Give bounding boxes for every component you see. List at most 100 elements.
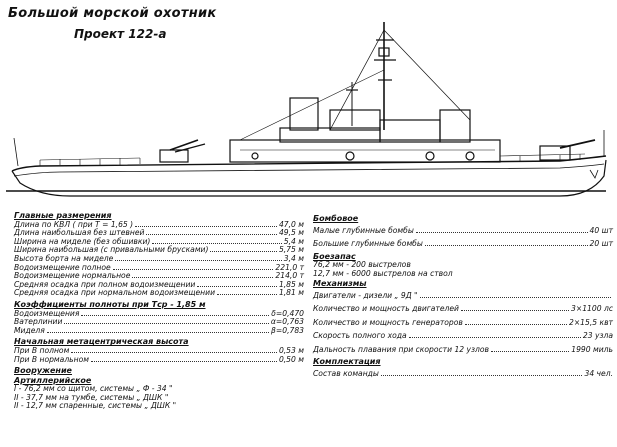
armament-heading: Вооружение [14,366,72,376]
hull-outline [11,159,607,197]
spec-value: 1,85 м [278,279,304,289]
spec-value: 214,0 т [275,271,304,281]
bombs-list: Малые глубинные бомбы 40 шт Большие глубин… [313,224,613,251]
spec-row: Средняя осадка при полном водоизмещении 1… [14,279,304,290]
leader-dots [415,231,588,233]
left-specs-column: Главные размерения Длина по КВЛ ( при T … [14,211,304,411]
spec-value: 47,0 м [278,219,304,229]
forward-gun [539,139,596,161]
spec-value: 23 узла [582,331,613,341]
spec-label: Дальность плавания при скорости 12 узлов [313,344,490,354]
spec-label: Скорость полного хода [313,331,407,341]
spec-line: I - 76,2 мм со щитом, системы „ Ф - 34 " [14,384,173,394]
spec-value: 1,81 м [278,288,304,298]
spec-label: Длина по КВЛ ( при T = 1,65 ) [14,219,134,229]
spec-value: 2×15,5 квт [568,317,613,327]
leader-dots [115,259,282,261]
aft-gun [159,139,206,163]
spec-label: Средняя осадка при полном водоизмещении [14,279,196,289]
spec-value: 34 чел. [584,369,613,379]
leader-dots [408,337,581,339]
spec-line: II - 37,7 мм на тумбе, системы „ ДШК " [14,392,169,402]
spec-label: Состав команды [313,369,379,379]
spec-row: Ширина на миделе (без обшивки)5,4 м [14,236,304,247]
leader-dots [424,245,588,247]
spec-value: 20 шт [589,239,613,249]
spec-row: Средняя осадка при нормальном водоизмеще… [14,289,304,298]
armament-list: I - 76,2 мм со щитом, системы „ Ф - 34 "… [14,385,304,411]
leader-dots [132,277,274,279]
spec-row: Водоизмещение нормальное 214,0 т [14,272,304,281]
document-subtitle: Проект 122-а [74,27,167,41]
spec-row: Водоизмещения δ=0,470 [14,308,304,319]
spec-row: Длина по КВЛ ( при T = 1,65 ) 47,0 м [14,219,304,230]
superstructure [229,97,501,163]
metacentric-heading: Начальная метацентрическая высота [14,337,189,347]
spec-value: β=0,783 [271,325,304,335]
spec-row: Малые глубинные бомбы 40 шт [313,224,613,238]
spec-row: Двигатели - дизели „ 9Д " [313,289,613,303]
spec-label: Водоизмещение нормальное [14,271,131,281]
spec-value: 0,50 м [278,354,304,364]
spec-label: Средняя осадка при нормальном водоизмеще… [14,288,216,298]
leader-dots [380,375,583,377]
leader-dots [112,268,274,270]
spec-value: 3,4 м [283,253,304,263]
leader-dots [210,251,277,253]
right-specs-column: Бомбовое Малые глубинные бомбы 40 шт Больш… [313,213,613,381]
leader-dots [135,225,277,227]
leader-dots [419,296,611,298]
leader-dots [91,360,277,362]
ammo-heading: Боезапас [313,251,356,261]
leader-dots [46,331,270,333]
spec-value: α=0,763 [270,317,304,327]
leader-dots [464,323,567,325]
spec-row: Ватерлинии α=0,763 [14,318,304,327]
leader-dots [64,323,269,325]
leader-dots [71,351,277,353]
spec-label: Водоизмещения [14,308,80,318]
spec-row: При В нормальном 0,50 м [14,354,304,365]
spec-label: Большие глубинные бомбы [313,239,423,249]
spec-value: 40 шт [589,225,613,235]
spec-label: Ватерлинии [14,317,63,327]
spec-value: 3×1100 лс [571,304,613,314]
leader-dots [152,242,282,244]
spec-label: Ширина на миделе (без обшивки) [14,236,151,246]
spec-value: 221,0 т [275,262,304,272]
spec-line: 76,2 мм - 200 выстрелов [313,260,411,270]
bombs-heading: Бомбовое [313,214,359,223]
spec-label: Ширина наибольшая (с привальными брускам… [14,245,209,255]
spec-row: Ширина наибольшая (с привальными брускам… [14,246,304,255]
spec-label: Двигатели - дизели „ 9Д " [313,290,418,300]
artillery-subheading: Артиллерийское [14,375,92,385]
spec-label: Миделя [14,325,45,335]
spec-label: Высота борта на миделе [14,253,114,263]
spec-label: При В нормальном [14,354,89,364]
spec-row: Скорость полного хода 23 узла [313,329,613,343]
spec-label: Малые глубинные бомбы [313,225,414,235]
machinery-list: Двигатели - дизели „ 9Д " Количество и мо… [313,289,613,357]
leader-dots [197,285,277,287]
crew-heading: Комплектация [313,357,381,367]
spec-value: 0,53 м [278,345,304,355]
deck-line [11,155,607,172]
leader-dots [146,234,277,236]
spec-row: Большие глубинные бомбы 20 шт [313,237,613,251]
leader-dots [491,350,570,352]
spec-line: 12,7 мм - 6000 выстрелов на ствол [313,268,453,278]
coeffs-heading: Коэффициенты полноты при Tср - 1,85 м [14,299,206,309]
document-title: Большой морской охотник [8,6,217,21]
spec-value: 5,75 м [278,245,304,255]
spec-value: δ=0,470 [271,308,304,318]
ship-profile-drawing [6,22,607,197]
